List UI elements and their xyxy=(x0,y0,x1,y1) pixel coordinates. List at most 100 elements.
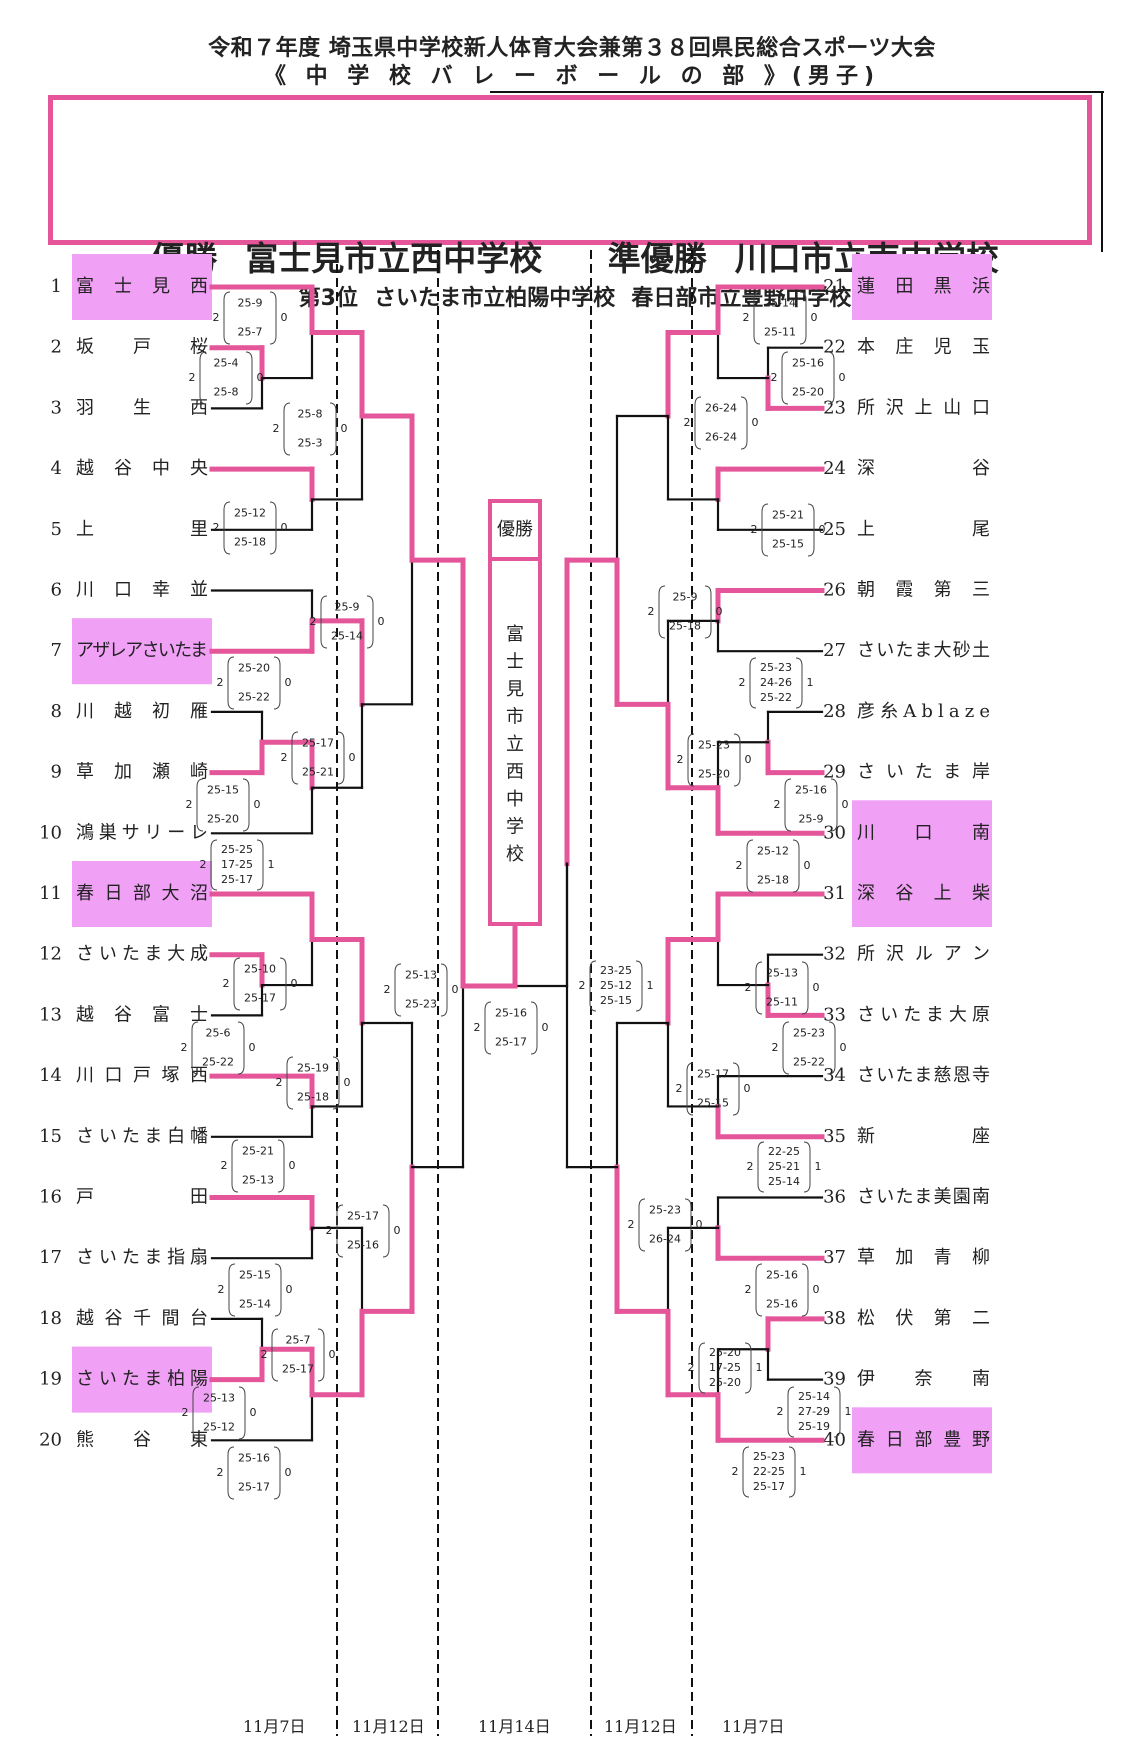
team-name: 坂戸桜 xyxy=(76,337,208,358)
set-score: 25-21 xyxy=(302,766,334,779)
sets-won: 2 xyxy=(326,1224,333,1237)
date-label-left-r2: 11月12日 xyxy=(352,1717,425,1736)
team-name: さいたま岸 xyxy=(857,762,990,783)
score-bracket-close xyxy=(792,839,800,893)
team-highlight xyxy=(852,254,992,320)
sets-lost: 0 xyxy=(329,1348,336,1361)
set-score: 26-24 xyxy=(705,402,737,415)
sets-lost: 0 xyxy=(286,1283,293,1296)
set-score: 25-20 xyxy=(698,768,730,781)
sets-won: 2 xyxy=(745,1283,752,1296)
set-score: 25-14 xyxy=(798,1390,830,1403)
score-bracket-open xyxy=(753,291,761,345)
set-score: 25-17 xyxy=(282,1363,314,1376)
score-bracket-open xyxy=(638,1198,646,1252)
champion-box-char: 立 xyxy=(506,734,524,755)
set-score: 25-17 xyxy=(221,873,253,886)
sets-lost: 0 xyxy=(839,371,846,384)
team-highlight xyxy=(852,1407,992,1474)
sets-won: 2 xyxy=(273,422,280,435)
score-bracket-close xyxy=(807,503,815,557)
sets-won: 2 xyxy=(223,977,230,990)
result-box-shadow-right xyxy=(1101,91,1103,252)
team-name: さいたま大砂土 xyxy=(857,640,990,661)
champion-box-char: 見 xyxy=(506,679,524,700)
set-score: 25-13 xyxy=(766,967,798,980)
sets-won: 2 xyxy=(310,615,317,628)
team-seed: 2 xyxy=(51,337,62,358)
team-seed: 31 xyxy=(823,883,846,904)
set-score: 25-14 xyxy=(331,630,363,643)
sets-won: 2 xyxy=(218,1283,225,1296)
score-bracket-close xyxy=(277,1139,285,1193)
score-bracket-close xyxy=(827,351,835,405)
team-seed: 1 xyxy=(51,276,62,297)
team-seed: 25 xyxy=(823,519,846,540)
score-bracket-close xyxy=(337,731,345,785)
sets-lost: 1 xyxy=(268,858,275,871)
champion-name: 富士見市立西中学校 xyxy=(245,239,543,278)
champion-box-label: 優勝 xyxy=(497,519,533,540)
team-seed: 16 xyxy=(39,1187,62,1208)
team-name: さいたま大成 xyxy=(76,944,208,965)
score-bracket-close xyxy=(830,778,838,832)
score-bracket-open xyxy=(755,961,763,1015)
sets-won: 2 xyxy=(677,753,684,766)
set-score: 25-17 xyxy=(238,1481,270,1494)
score-bracket-open xyxy=(191,1021,199,1075)
sets-lost: 0 xyxy=(842,798,849,811)
set-score: 25-21 xyxy=(242,1145,274,1158)
score-bracket-open xyxy=(742,1446,750,1498)
score-bracket-open xyxy=(781,351,789,405)
sets-lost: 1 xyxy=(756,1361,763,1374)
result-box-shadow-top xyxy=(490,91,1104,93)
sets-won: 2 xyxy=(281,751,288,764)
sets-won: 2 xyxy=(774,798,781,811)
set-score: 25-11 xyxy=(766,996,798,1009)
set-score: 25-12 xyxy=(234,507,266,520)
score-bracket-open xyxy=(698,1342,706,1394)
date-label-left-r1: 11月7日 xyxy=(243,1717,306,1736)
score-bracket-open xyxy=(223,501,231,555)
score-bracket-open xyxy=(196,778,204,832)
sets-won: 2 xyxy=(200,858,207,871)
sets-lost: 0 xyxy=(813,981,820,994)
score-bracket-open xyxy=(755,1263,763,1317)
score-bracket-open xyxy=(233,957,241,1011)
set-score: 25-15 xyxy=(600,994,632,1007)
set-score: 25-15 xyxy=(697,1097,729,1110)
sets-lost: 0 xyxy=(250,1406,257,1419)
score-bracket-open xyxy=(484,1001,492,1055)
set-score: 25-20 xyxy=(238,662,270,675)
set-score: 25-21 xyxy=(768,1160,800,1173)
champion-box-char: 校 xyxy=(506,844,524,865)
score-bracket-close xyxy=(833,1386,841,1438)
sets-lost: 1 xyxy=(845,1405,852,1418)
set-score: 25-13 xyxy=(203,1392,235,1405)
sets-lost: 0 xyxy=(281,521,288,534)
team-seed: 36 xyxy=(823,1187,846,1208)
score-bracket-close xyxy=(256,839,264,891)
sets-won: 2 xyxy=(189,371,196,384)
score-bracket-close xyxy=(269,291,277,345)
team-name: 上里 xyxy=(76,519,208,540)
set-score: 25-12 xyxy=(757,845,789,858)
score-bracket-close xyxy=(440,963,448,1017)
set-score: 25-3 xyxy=(298,437,323,450)
score-bracket-close xyxy=(801,1263,809,1317)
score-bracket-close xyxy=(273,656,281,710)
set-score: 25-20 xyxy=(207,813,239,826)
sets-lost: 0 xyxy=(804,859,811,872)
sets-lost: 1 xyxy=(800,1465,807,1478)
team-name: 熊谷東 xyxy=(76,1429,208,1450)
team-name: 越谷千間台 xyxy=(76,1308,208,1329)
set-score: 25-16 xyxy=(795,784,827,797)
set-score: 25-7 xyxy=(286,1334,311,1347)
team-seed: 19 xyxy=(39,1369,62,1390)
set-score: 25-17 xyxy=(697,1068,729,1081)
score-bracket-close xyxy=(237,1021,245,1075)
score-bracket-open xyxy=(192,1386,200,1440)
sets-won: 2 xyxy=(213,521,220,534)
team-seed: 4 xyxy=(51,458,62,479)
